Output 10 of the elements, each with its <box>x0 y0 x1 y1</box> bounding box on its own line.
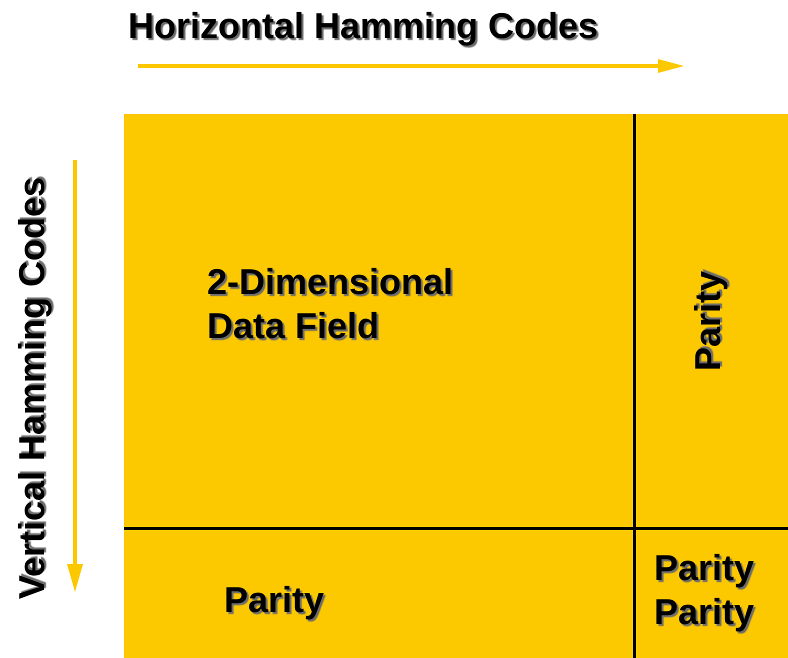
cell-label: Parity Parity <box>654 546 756 634</box>
grid-cell <box>636 114 788 530</box>
cell-label: 2-Dimensional Data Field <box>207 260 454 348</box>
grid-cell <box>124 530 636 658</box>
diagram-title: Horizontal Hamming Codes <box>128 4 598 48</box>
grid-cell <box>124 114 636 530</box>
axis-label: Vertical Hamming Codes <box>10 176 53 600</box>
cell-label: Parity <box>224 578 324 622</box>
grid-cell <box>636 530 788 658</box>
cell-label: Parity <box>686 270 729 372</box>
